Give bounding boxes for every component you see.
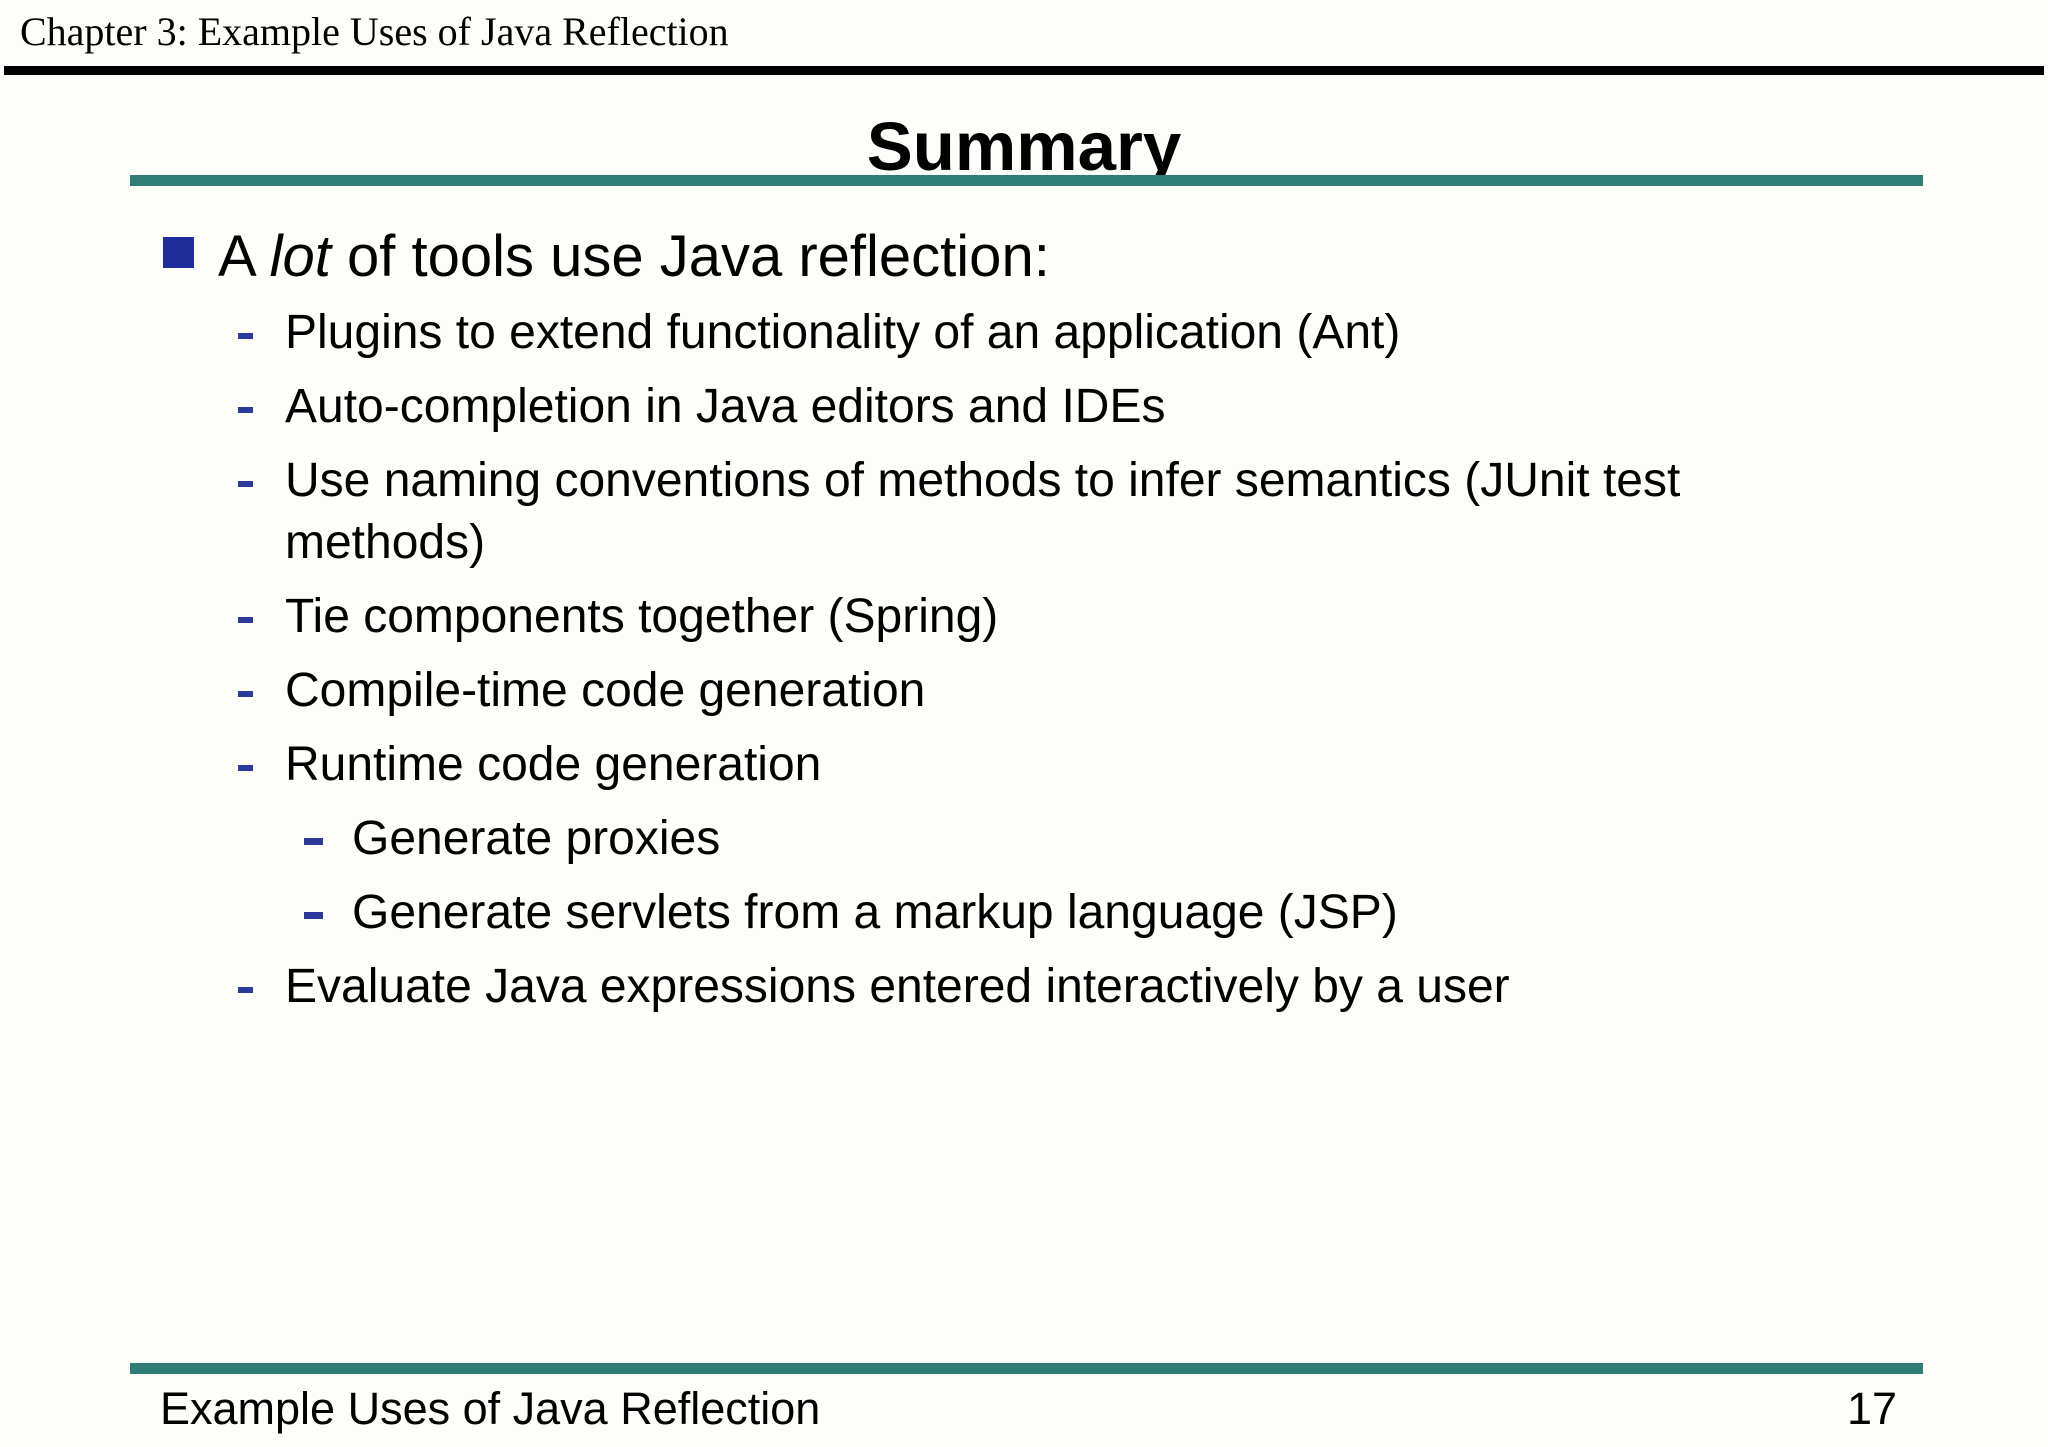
dash-bullet-icon xyxy=(238,481,253,487)
list-item: Tie components together (Spring) xyxy=(0,586,2048,648)
list-item-text: Use naming conventions of methods to inf… xyxy=(285,454,1681,569)
dash-bullet-icon xyxy=(238,617,253,623)
lead-text-emphasis: lot xyxy=(269,224,331,289)
title-underline xyxy=(130,175,1923,186)
dash-bullet-icon xyxy=(304,838,323,845)
square-bullet-icon xyxy=(163,237,194,268)
dash-bullet-icon xyxy=(238,407,253,413)
footer-rule xyxy=(130,1363,1923,1374)
slide-body: A lot of tools use Java reflection: Plug… xyxy=(0,221,2048,1030)
list-item: Auto-completion in Java editors and IDEs xyxy=(0,376,2048,438)
list-item: Runtime code generation xyxy=(0,734,2048,796)
list-item-text: Compile-time code generation xyxy=(285,664,926,717)
list-item-text: Auto-completion in Java editors and IDEs xyxy=(285,380,1166,433)
lead-text-post: of tools use Java reflection: xyxy=(330,224,1050,289)
header-title: Chapter 3: Example Uses of Java Reflecti… xyxy=(20,9,729,54)
list-item-text: Generate servlets from a markup language… xyxy=(352,886,1398,939)
list-item: Use naming conventions of methods to inf… xyxy=(0,450,2048,574)
list-item-text: Evaluate Java expressions entered intera… xyxy=(285,960,1510,1013)
list-item: Plugins to extend functionality of an ap… xyxy=(0,302,2048,364)
list-item: Generate servlets from a markup language… xyxy=(0,882,2048,944)
list-item-text: Generate proxies xyxy=(352,812,721,865)
list-item-text: Runtime code generation xyxy=(285,738,822,791)
header-rule xyxy=(4,66,2044,75)
lead-bullet-row: A lot of tools use Java reflection: xyxy=(0,221,2048,293)
page-title: Summary xyxy=(866,108,1182,185)
dash-bullet-icon xyxy=(238,333,253,339)
lead-text: A lot of tools use Java reflection: xyxy=(218,221,1050,293)
list-item: Generate proxies xyxy=(0,808,2048,870)
list-item-text: Plugins to extend functionality of an ap… xyxy=(285,306,1401,359)
dash-bullet-icon xyxy=(238,987,253,993)
bullet-list: Plugins to extend functionality of an ap… xyxy=(0,302,2048,1018)
dash-bullet-icon xyxy=(304,912,323,919)
list-item: Compile-time code generation xyxy=(0,660,2048,722)
list-item: Evaluate Java expressions entered intera… xyxy=(0,956,2048,1018)
dash-bullet-icon xyxy=(238,765,253,771)
list-item-text: Tie components together (Spring) xyxy=(285,590,999,643)
lead-text-pre: A xyxy=(218,224,270,289)
footer-title: Example Uses of Java Reflection xyxy=(160,1383,821,1434)
dash-bullet-icon xyxy=(238,691,253,697)
page-number: 17 xyxy=(1846,1383,1897,1434)
